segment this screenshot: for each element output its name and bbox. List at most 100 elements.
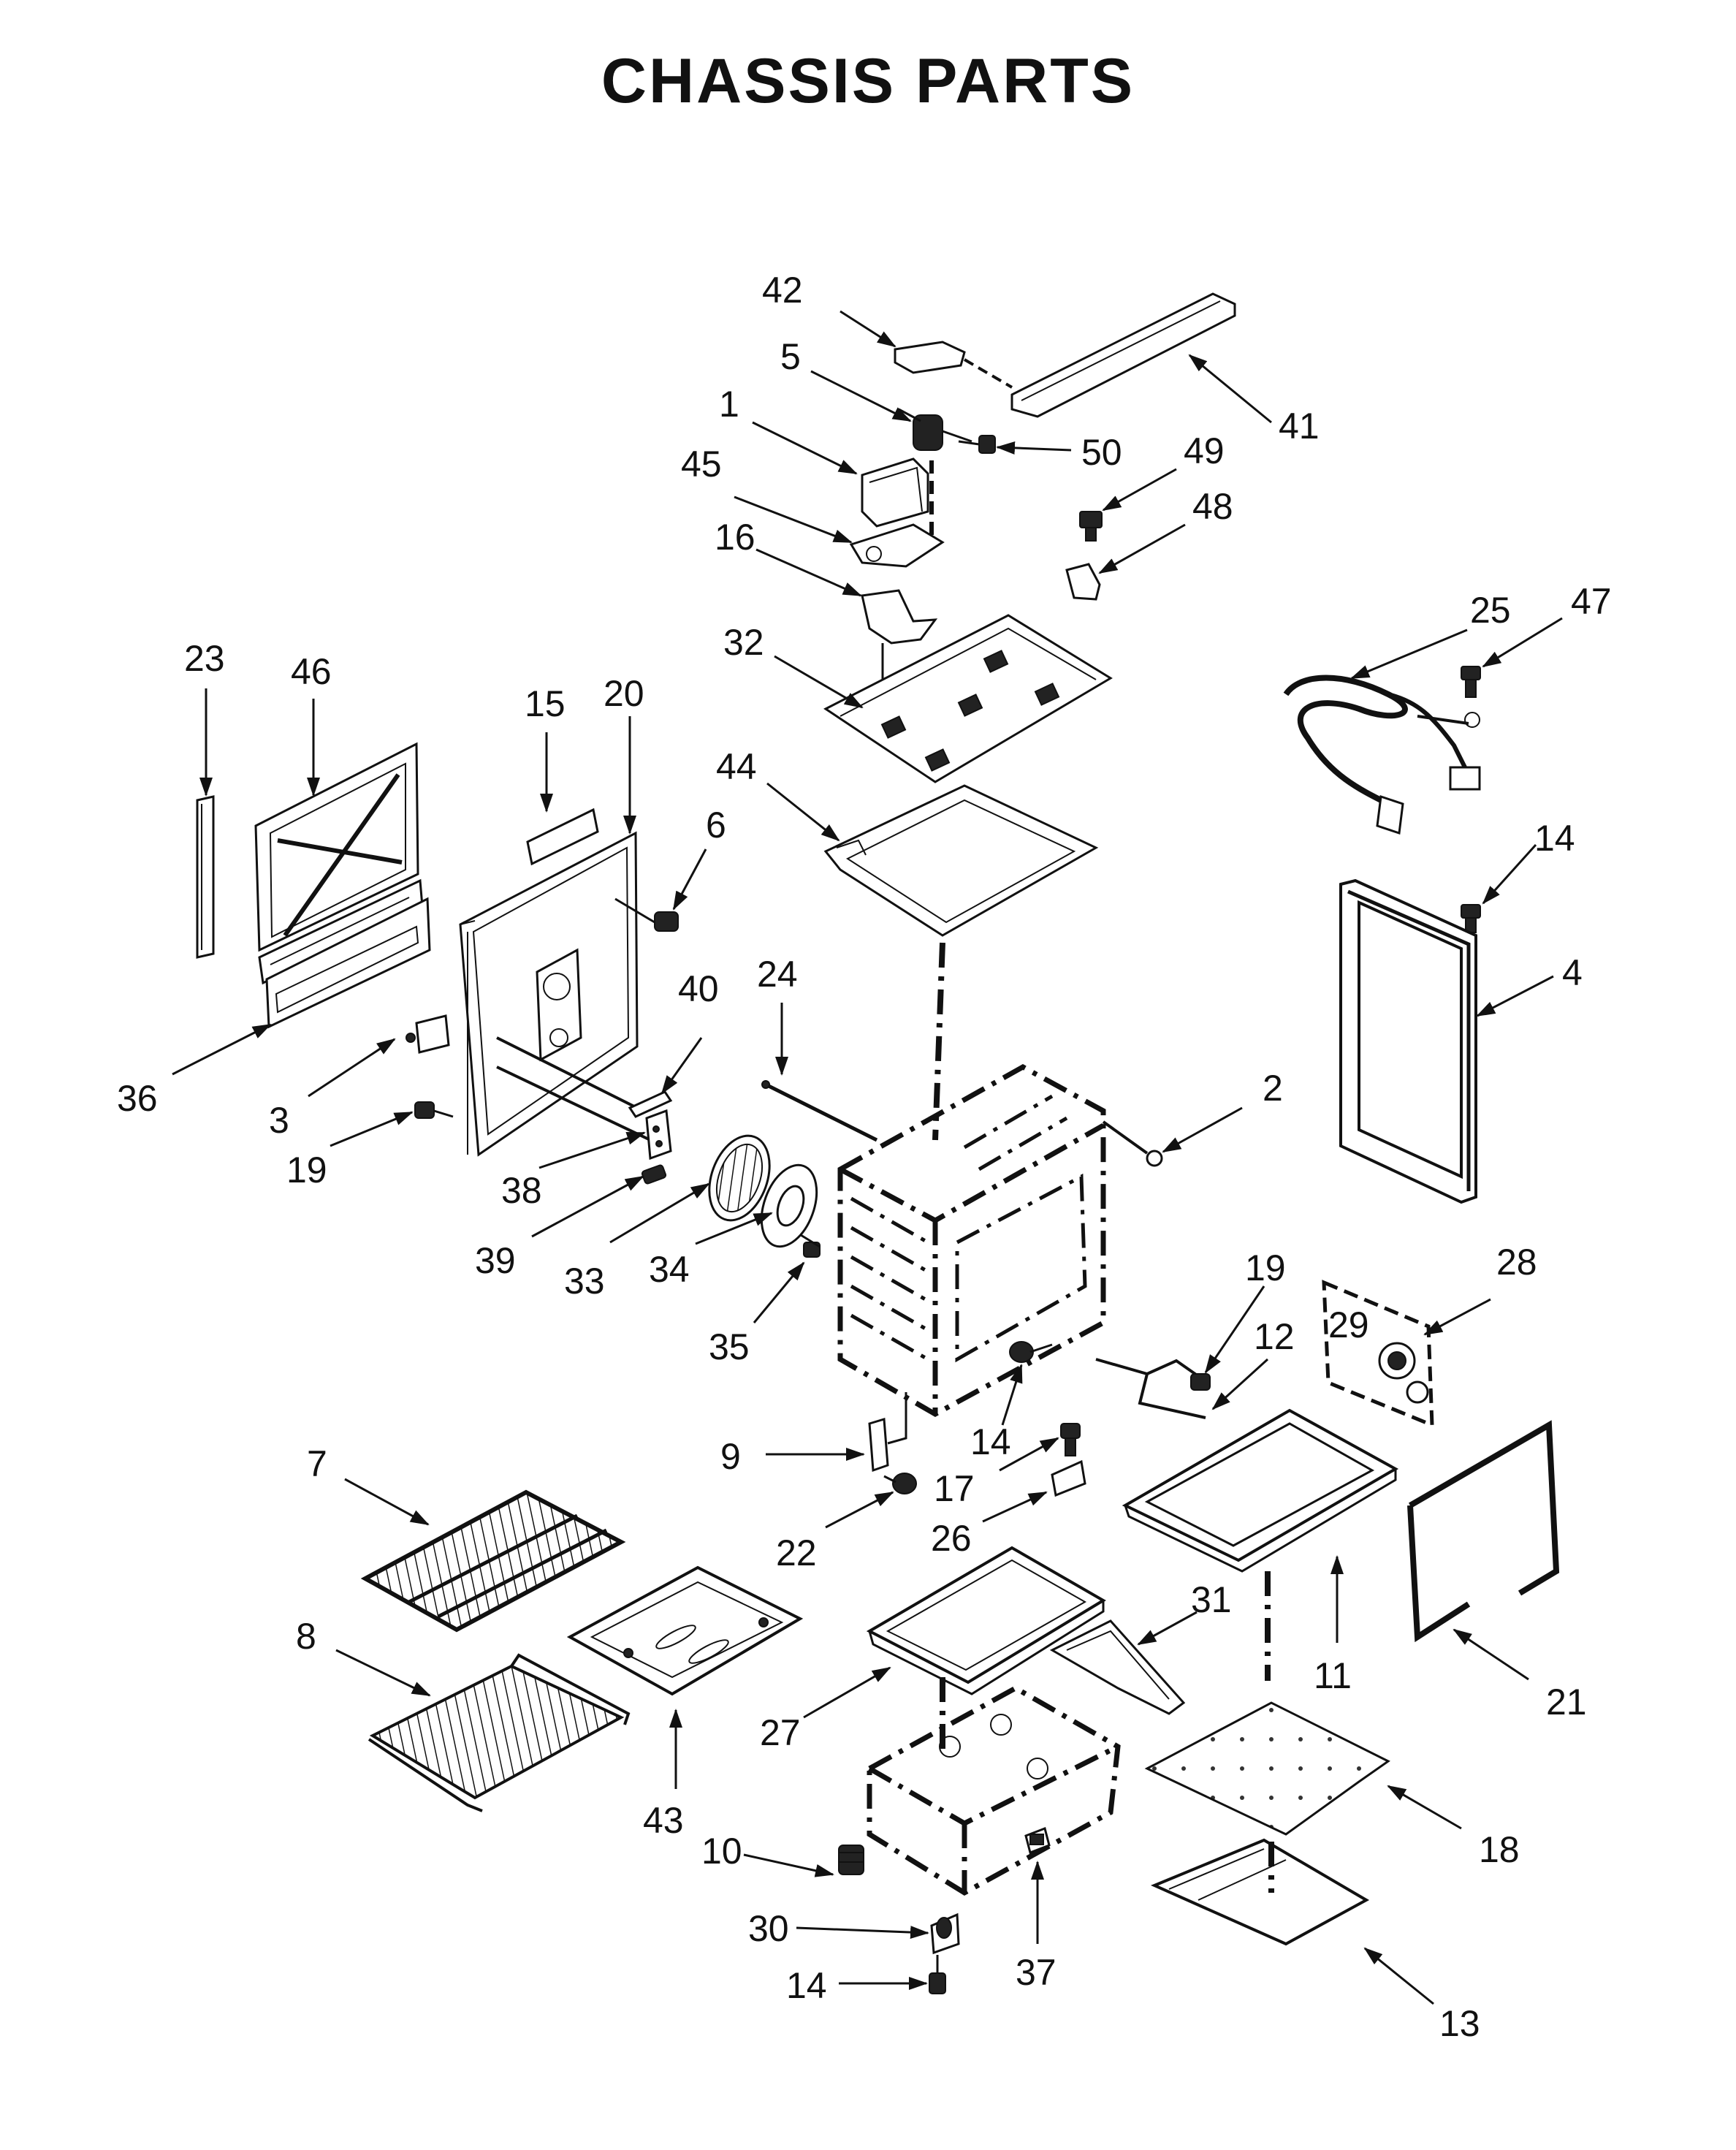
part-17-screw: [1060, 1423, 1081, 1456]
part-47-screw: [1461, 666, 1481, 698]
leader-lines: [172, 310, 1563, 2005]
callout-8: 8: [296, 1616, 316, 1657]
callout-25: 25: [1470, 590, 1511, 631]
callout-35: 35: [709, 1326, 750, 1367]
callout-15: 15: [525, 683, 566, 724]
callout-32: 32: [723, 622, 764, 663]
part-42-bracket: [894, 341, 1013, 389]
part-21-gasket: [1407, 1420, 1560, 1643]
part-38-terminal-block: [645, 1109, 672, 1161]
callout-10: 10: [701, 1831, 742, 1872]
part-26-clip: [1051, 1459, 1086, 1497]
callout-19-right: 19: [1245, 1247, 1286, 1288]
callout-9: 9: [720, 1436, 741, 1477]
callout-3: 3: [269, 1100, 289, 1141]
callout-30: 30: [748, 1908, 789, 1949]
callout-43: 43: [643, 1800, 684, 1841]
callout-14-upper: 14: [1534, 818, 1575, 859]
callout-1: 1: [719, 384, 739, 425]
callout-34: 34: [649, 1249, 690, 1290]
callout-12: 12: [1254, 1316, 1295, 1357]
callout-5: 5: [780, 336, 801, 377]
part-45-shield: [849, 523, 945, 568]
callout-50: 50: [1081, 432, 1122, 473]
callout-24: 24: [757, 954, 798, 995]
part-50-screw: [958, 435, 996, 454]
callout-11: 11: [1314, 1655, 1352, 1696]
part-19-screw-right: [1190, 1373, 1211, 1391]
callout-40: 40: [678, 968, 719, 1009]
part-11-oven-bottom: [1122, 1408, 1399, 1573]
part-4-side-panel-frame: [1339, 878, 1477, 1204]
callout-41: 41: [1279, 406, 1320, 447]
callout-18: 18: [1479, 1829, 1520, 1870]
callout-21: 21: [1546, 1682, 1587, 1722]
part-1-cover: [861, 457, 934, 541]
part-19-sensor-left: [414, 1101, 454, 1119]
callout-42: 42: [762, 270, 803, 311]
part-28-29-knob-assembly: [1322, 1280, 1434, 1428]
callout-6: 6: [706, 805, 726, 846]
part-49-screw: [1079, 511, 1103, 542]
callout-4: 4: [1562, 952, 1583, 993]
callout-46: 46: [291, 651, 332, 692]
part-14-screw-center: [1009, 1341, 1053, 1363]
part-13-bottom-panel: [1150, 1838, 1370, 1946]
callout-13: 13: [1439, 2003, 1480, 2044]
part-35-screw: [800, 1234, 821, 1258]
oven-cavity: [837, 1064, 1106, 1418]
callout-14-center: 14: [970, 1421, 1011, 1462]
callout-16: 16: [715, 517, 755, 558]
callout-19-left: 19: [286, 1150, 327, 1190]
part-7-oven-rack: [360, 1489, 626, 1633]
callout-38: 38: [501, 1170, 542, 1211]
part-14-screw-upper: [1461, 904, 1481, 933]
part-43-lower-tray: [566, 1565, 804, 1696]
part-22-screw: [883, 1473, 917, 1494]
part-32-burner-support: [823, 614, 1113, 783]
part-30-leg-bracket: [930, 1912, 960, 1955]
part-12-igniter: [1095, 1358, 1207, 1419]
callout-27: 27: [760, 1712, 801, 1753]
callout-33: 33: [564, 1261, 605, 1302]
callout-2: 2: [1263, 1068, 1283, 1109]
part-39-connector: [641, 1164, 667, 1185]
callout-labels: 42 5 1 45 16 32 44 41 50 49 48 25 47 14 …: [117, 270, 1612, 2044]
callout-26: 26: [931, 1518, 972, 1559]
callout-31: 31: [1191, 1579, 1232, 1620]
part-9-bracket: [868, 1392, 907, 1473]
callout-7: 7: [307, 1443, 327, 1484]
part-27-drawer-frame: [866, 1546, 1106, 1695]
part-44-cooktop-tray: [823, 784, 1099, 937]
part-2-nut: [1102, 1120, 1163, 1167]
part-14-screw-bottom: [929, 1955, 946, 1994]
part-37-clip: [1024, 1826, 1051, 1855]
part-20-back-wall: [459, 831, 651, 1157]
callout-37: 37: [1016, 1952, 1057, 1993]
callout-48: 48: [1192, 486, 1233, 527]
assembly-lines: [932, 942, 1274, 1893]
part-18-perforated-plate: [1144, 1701, 1390, 1836]
part-36-lower-rear: [265, 897, 431, 1029]
callout-23: 23: [184, 638, 225, 679]
part-3-bracket: [406, 1014, 450, 1054]
part-34-fan-shroud: [760, 1163, 818, 1248]
part-48-clip: [1065, 563, 1101, 601]
callout-39: 39: [475, 1240, 516, 1281]
part-41-rear-trim: [1010, 292, 1236, 418]
callout-29: 29: [1328, 1304, 1369, 1345]
callout-44: 44: [716, 746, 757, 787]
part-15-plate: [526, 808, 599, 866]
part-6-fitting: [614, 897, 679, 932]
part-40-bracket: [628, 1090, 673, 1118]
part-33-fan-blade: [708, 1134, 771, 1222]
warming-drawer-box: [867, 1684, 1121, 1896]
part-46-rear-panel: [254, 742, 424, 985]
callout-14-bottom: 14: [786, 1965, 827, 2006]
callout-17: 17: [934, 1468, 975, 1509]
callout-22: 22: [776, 1532, 817, 1573]
part-24-rod: [761, 1080, 878, 1142]
part-5-switch: [898, 408, 972, 451]
callout-28: 28: [1496, 1242, 1537, 1283]
